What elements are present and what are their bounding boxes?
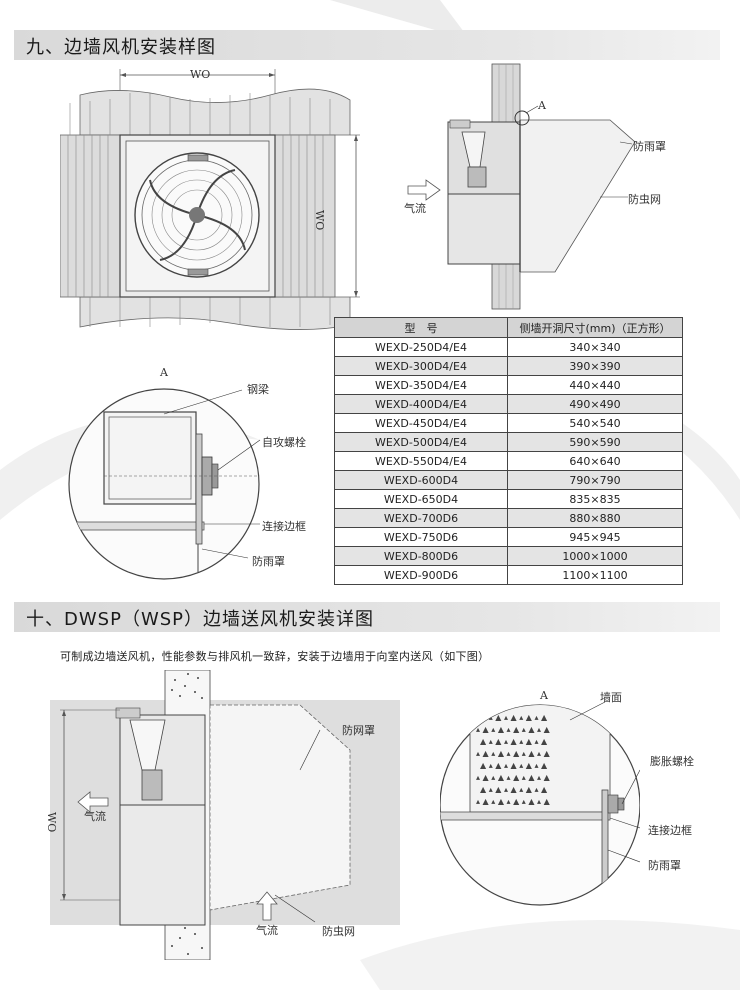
model-cell: WEXD-300D4/E4 [334,356,508,376]
size-cell: 835×835 [507,489,683,509]
supply-side-view-drawing [50,670,400,960]
front-width-label: WO [190,68,211,81]
supply-detail-a-drawing: ▲ ▴ ▲ ▴ ▲ ▴ ▲ ▴ ▲ ▴ ▲ ▴ ▲ ▴ ▲ ▴ ▲ ▴ ▲ ▲ … [440,701,640,906]
size-cell: 540×540 [507,413,683,433]
size-cell: 1100×1100 [507,565,683,585]
section9-header: 九、边墙风机安装样图 [14,30,720,60]
size-cell: 390×390 [507,356,683,376]
header-model: 型 号 [334,317,508,338]
side-detail-marker: A [538,99,546,112]
model-cell: WEXD-250D4/E4 [334,337,508,357]
supply-rain-hood-label: 防雨罩 [648,859,681,872]
svg-text:▲ ▴ ▲ ▴ ▲ ▴ ▲ ▴ ▲: ▲ ▴ ▲ ▴ ▲ ▴ ▲ ▴ ▲ [480,713,548,722]
svg-text:▴ ▲ ▴ ▲ ▴ ▲ ▴ ▲ ▴ ▲: ▴ ▲ ▴ ▲ ▴ ▲ ▴ ▲ ▴ ▲ [476,749,551,758]
supply-insect-net-label: 防虫网 [322,925,355,938]
detail-self-tapping-bolt-label: 自攻螺栓 [262,436,306,449]
size-cell: 490×490 [507,394,683,414]
front-height-label: WO [313,210,326,231]
section9-title: 九、边墙风机安装样图 [26,37,216,58]
spec-table-header: 型 号 侧墙开洞尺寸(mm)（正方形） [334,317,683,338]
supply-detail-marker: A [540,689,548,702]
side-rain-hood-label: 防雨罩 [633,140,666,153]
model-cell: WEXD-650D4 [334,489,508,509]
section10-title: 十、DWSP（WSP）边墙送风机安装详图 [26,609,375,630]
front-view-drawing [60,69,360,330]
detail-a-marker: A [160,366,168,379]
model-cell: WEXD-450D4/E4 [334,413,508,433]
size-cell: 440×440 [507,375,683,395]
section10-header: 十、DWSP（WSP）边墙送风机安装详图 [14,602,720,632]
size-cell: 1000×1000 [507,546,683,566]
model-cell: WEXD-700D6 [334,508,508,528]
side-view-drawing [407,63,636,310]
size-cell: 340×340 [507,337,683,357]
supply-net-hood-label: 防网罩 [342,724,375,737]
supply-expansion-bolt-label: 膨胀螺栓 [650,755,694,768]
side-insect-net-label: 防虫网 [628,193,661,206]
section10-description: 可制成边墙送风机，性能参数与排风机一致辞，安装于边墙用于向室内送风（如下图） [60,650,490,663]
detail-connecting-frame-label: 连接边框 [262,520,306,533]
detail-rain-hood-label: 防雨罩 [252,555,285,568]
model-cell: WEXD-550D4/E4 [334,451,508,471]
model-cell: WEXD-800D6 [334,546,508,566]
model-cell: WEXD-350D4/E4 [334,375,508,395]
supply-airflow-bottom-label: 气流 [256,924,278,937]
svg-text:▲ ▴ ▲ ▴ ▲ ▴ ▲ ▴ ▲: ▲ ▴ ▲ ▴ ▲ ▴ ▲ ▴ ▲ [480,785,548,794]
size-cell: 640×640 [507,451,683,471]
supply-wall-label: 墙面 [600,691,622,704]
svg-text:▴ ▲ ▴ ▲ ▴ ▲ ▴ ▲ ▴ ▲: ▴ ▲ ▴ ▲ ▴ ▲ ▴ ▲ ▴ ▲ [476,725,551,734]
supply-airflow-left-label: 气流 [84,810,106,823]
svg-text:▴ ▲ ▴ ▲ ▴ ▲ ▴ ▲ ▴ ▲: ▴ ▲ ▴ ▲ ▴ ▲ ▴ ▲ ▴ ▲ [476,797,551,806]
model-cell: WEXD-750D6 [334,527,508,547]
svg-text:▲ ▴ ▲ ▴ ▲ ▴ ▲ ▴ ▲: ▲ ▴ ▲ ▴ ▲ ▴ ▲ ▴ ▲ [480,737,548,746]
model-cell: WEXD-500D4/E4 [334,432,508,452]
header-opening-size: 侧墙开洞尺寸(mm)（正方形） [507,317,683,338]
model-cell: WEXD-600D4 [334,470,508,490]
detail-steel-beam-label: 钢梁 [247,383,269,396]
svg-text:▴ ▲ ▴ ▲ ▴ ▲ ▴ ▲ ▴ ▲: ▴ ▲ ▴ ▲ ▴ ▲ ▴ ▲ ▴ ▲ [476,773,551,782]
supply-connecting-frame-label: 连接边框 [648,824,692,837]
size-cell: 790×790 [507,470,683,490]
model-cell: WEXD-400D4/E4 [334,394,508,414]
size-cell: 590×590 [507,432,683,452]
svg-text:▲ ▴ ▲ ▴ ▲ ▴ ▲ ▴ ▲: ▲ ▴ ▲ ▴ ▲ ▴ ▲ ▴ ▲ [480,761,548,770]
size-cell: 880×880 [507,508,683,528]
detail-a-drawing [68,388,261,580]
size-cell: 945×945 [507,527,683,547]
model-cell: WEXD-900D6 [334,565,508,585]
side-airflow-label: 气流 [404,202,426,215]
supply-height-label: WO [45,812,58,833]
